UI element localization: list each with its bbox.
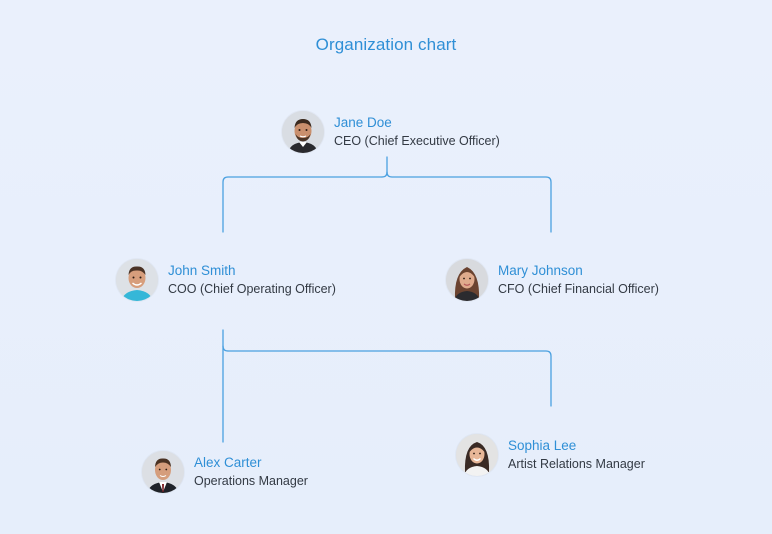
node-coo-name: John Smith <box>168 263 236 278</box>
node-operations-manager-role: Operations Manager <box>194 474 308 488</box>
avatar-cfo <box>446 259 488 301</box>
avatar-operations-manager <box>142 451 184 493</box>
connector-coo-stem <box>222 329 229 352</box>
node-cfo-name: Mary Johnson <box>498 263 583 278</box>
node-ceo-name: Jane Doe <box>334 115 392 130</box>
connector-ceo-to-coo <box>222 176 383 233</box>
node-ceo[interactable]: Jane Doe CEO (Chief Executive Officer) <box>282 111 500 153</box>
node-cfo-role: CFO (Chief Financial Officer) <box>498 282 659 296</box>
node-operations-manager[interactable]: Alex Carter Operations Manager <box>142 451 308 493</box>
node-artist-relations-manager[interactable]: Sophia Lee Artist Relations Manager <box>456 434 645 476</box>
avatar-coo <box>116 259 158 301</box>
node-artist-relations-manager-name: Sophia Lee <box>508 438 577 453</box>
node-operations-manager-name: Alex Carter <box>194 455 262 470</box>
connector-ceo-stem <box>381 156 388 178</box>
chart-title: Organization chart <box>315 35 457 54</box>
connector-coo-to-artist <box>227 350 552 407</box>
node-cfo[interactable]: Mary Johnson CFO (Chief Financial Office… <box>446 259 659 301</box>
node-coo-role: COO (Chief Operating Officer) <box>168 282 336 296</box>
node-coo[interactable]: John Smith COO (Chief Operating Officer) <box>116 259 336 301</box>
node-ceo-role: CEO (Chief Executive Officer) <box>334 134 500 148</box>
avatar-ceo <box>282 111 324 153</box>
node-artist-relations-manager-role: Artist Relations Manager <box>508 457 645 471</box>
connector-ceo-to-cfo <box>386 171 552 233</box>
avatar-artist-relations-manager <box>456 434 498 476</box>
